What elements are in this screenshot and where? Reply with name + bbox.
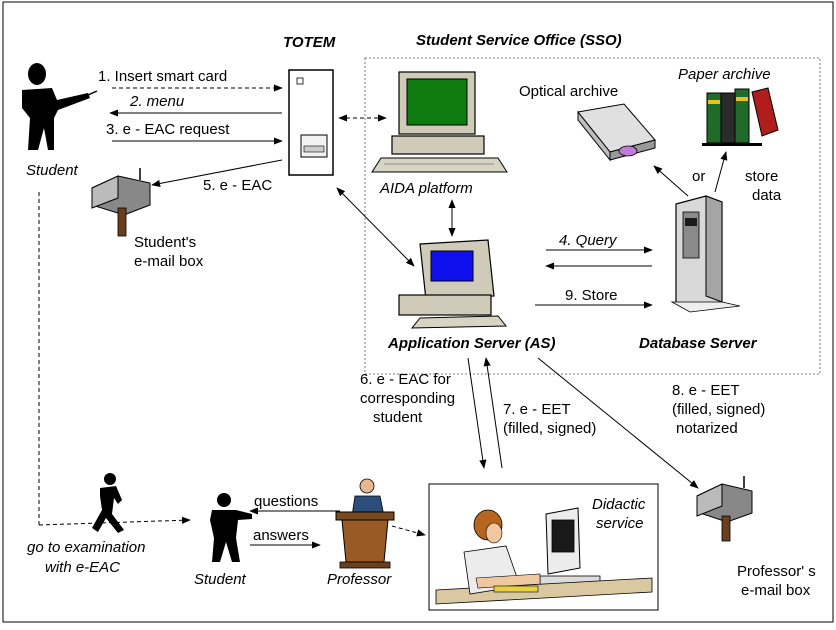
step5-label: 5. e - EAC: [203, 177, 272, 194]
optical-archive-label: Optical archive: [519, 83, 618, 100]
sso-heading: Student Service Office (SSO): [416, 32, 622, 49]
student-mailbox-label-1: Student's: [134, 234, 196, 251]
aida-computer-icon: [371, 71, 508, 173]
step4-label: 4. Query: [559, 232, 618, 249]
step8-label-3: notarized: [676, 420, 738, 437]
student-mailbox-label-2: e-mail box: [134, 253, 204, 270]
paper-archive-books-icon: [702, 87, 779, 146]
arrow-totem-as: [336, 187, 415, 267]
student2-label: Student: [194, 571, 247, 588]
prof-mailbox-label-1: Professor' s: [737, 563, 816, 580]
totem-heading: TOTEM: [283, 34, 336, 51]
didactic-worker-icon: [435, 507, 653, 605]
go-exam-label-2: with e-EAC: [45, 559, 120, 576]
didactic-label-1: Didactic: [592, 496, 646, 513]
step8-label-1: 8. e - EET: [672, 382, 740, 399]
database-server-label: Database Server: [639, 335, 758, 352]
app-server-label: Application Server (AS): [387, 335, 556, 352]
application-server-icon: [398, 239, 508, 329]
or-label: or: [692, 168, 705, 185]
arrow-step8: [537, 357, 699, 489]
paper-archive-label: Paper archive: [678, 66, 771, 83]
step7-label-2: (filled, signed): [503, 420, 596, 437]
totem-kiosk-icon: [288, 69, 334, 176]
prof-mailbox-label-2: e-mail box: [741, 582, 811, 599]
store-data-label-1: store: [745, 168, 778, 185]
step6-label-2: corresponding: [360, 390, 455, 407]
step9-label: 9. Store: [565, 287, 618, 304]
arrow-step5: [151, 159, 283, 188]
professor-mailbox-icon: [696, 476, 753, 542]
arrow-db-paper: [714, 151, 728, 193]
database-server-icon: [670, 195, 741, 313]
store-data-label-2: data: [752, 187, 782, 204]
arrow-db-optical: [653, 165, 689, 197]
arrow-step7: [483, 357, 503, 469]
step2-label: 2. menu: [129, 93, 185, 110]
aida-label: AIDA platform: [379, 180, 473, 197]
professor-podium-icon: [335, 478, 395, 569]
student-label: Student: [26, 162, 79, 179]
arrow-professor-didactic: [391, 525, 426, 537]
go-exam-label-1: go to examination: [27, 539, 145, 556]
questions-label: questions: [254, 493, 318, 510]
student2-figure-icon: [210, 493, 252, 562]
professor-label: Professor: [327, 571, 392, 588]
optical-drive-icon: [577, 103, 656, 162]
didactic-label-2: service: [596, 515, 644, 532]
answers-label: answers: [253, 527, 309, 544]
step6-label-1: 6. e - EAC for: [360, 371, 451, 388]
walking-student-icon: [92, 473, 124, 533]
step7-label-1: 7. e - EET: [503, 401, 571, 418]
step8-label-2: (filled, signed): [672, 401, 765, 418]
step6-label-3: student: [373, 409, 423, 426]
step3-label: 3. e - EAC request: [106, 121, 230, 138]
arrow-step6: [467, 357, 487, 469]
step1-label: 1. Insert smart card: [98, 68, 227, 85]
student-figure-icon: [22, 63, 98, 150]
student-mailbox-icon: [91, 168, 151, 237]
